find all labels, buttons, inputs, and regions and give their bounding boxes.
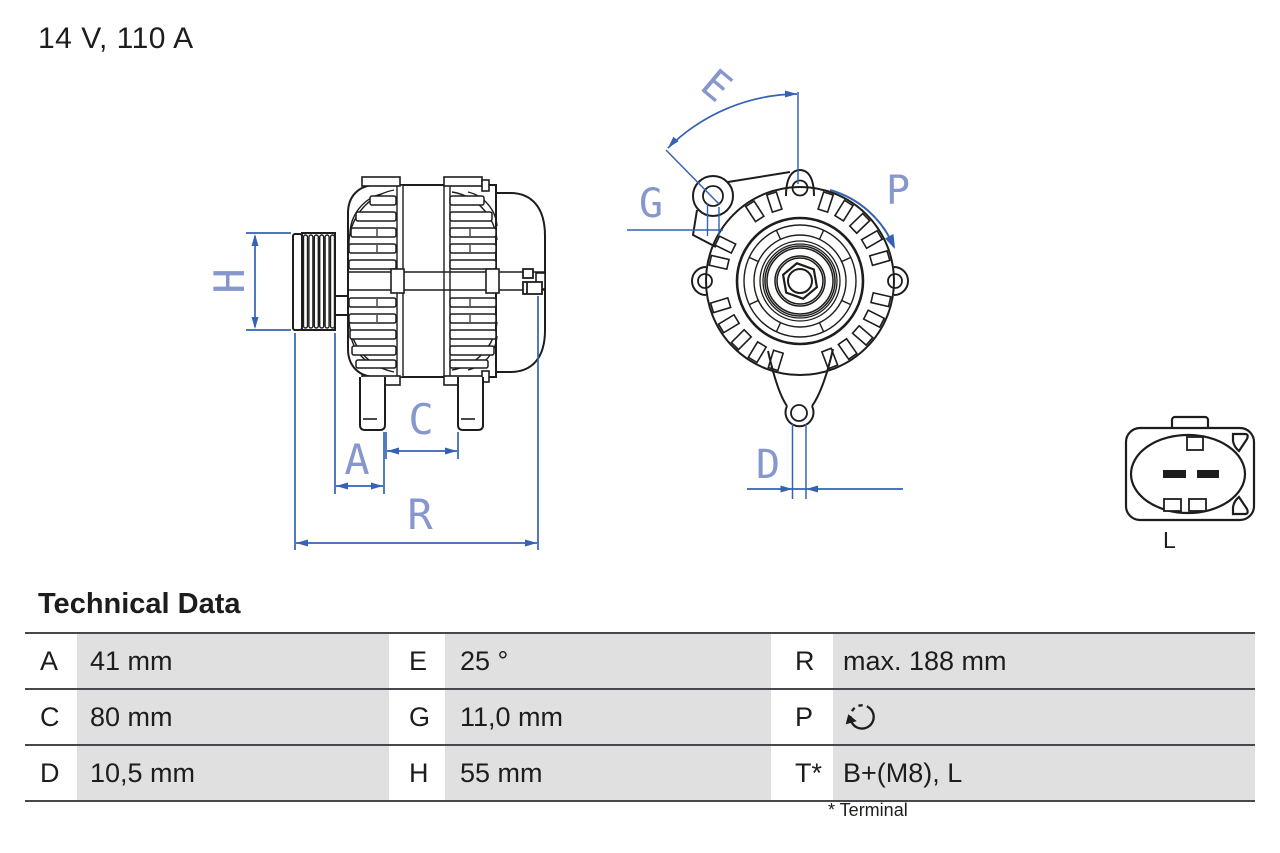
table-key: C (25, 690, 77, 744)
connector-pin (1197, 470, 1219, 478)
terminal-studs (522, 268, 543, 295)
shaft-band (348, 268, 546, 294)
rotation-cw-icon (845, 704, 875, 730)
top-lug (785, 168, 815, 197)
side-view-dim-labels: H A C R (205, 268, 434, 539)
mounting-feet (359, 377, 484, 431)
front-view-dimensions (627, 90, 903, 499)
table-key: E (389, 634, 445, 688)
front-view-drawing (691, 168, 909, 428)
dim-label-d: D (756, 442, 780, 488)
side-view-drawing (292, 176, 546, 431)
dim-label-a: A (344, 435, 369, 484)
dim-label-p: P (886, 168, 910, 214)
table-key: H (389, 746, 445, 800)
connector-pin (1163, 470, 1186, 478)
table-key: P (771, 690, 833, 744)
dim-label-h: H (205, 268, 254, 293)
table-value: 25 ° (445, 634, 771, 688)
table-value: 80 mm (77, 690, 389, 744)
table-value: B+(M8), L (833, 746, 1255, 800)
table-value: 11,0 mm (445, 690, 771, 744)
cooling-fins-right (449, 195, 497, 369)
table-key: T* (771, 746, 833, 800)
alternator-technical-drawing: H A C R (205, 61, 1256, 553)
bottom-bracket (767, 348, 834, 428)
table-row: A 41 mm E 25 ° R max. 188 mm (25, 632, 1255, 688)
shaft (334, 295, 349, 316)
table-key: D (25, 746, 77, 800)
table-value: 55 mm (445, 746, 771, 800)
connector-label: L (1163, 527, 1176, 553)
vent-slots (708, 190, 892, 372)
front-view-dim-labels: E G P D (639, 61, 910, 488)
connector-plug (1124, 415, 1256, 522)
rear-cover (495, 192, 546, 373)
dim-label-c: C (408, 395, 433, 444)
side-view-dimensions (246, 232, 539, 550)
segment-ticks (748, 229, 852, 333)
mounting-ear (691, 171, 791, 248)
dim-label-r: R (407, 490, 433, 539)
table-row: C 80 mm G 11,0 mm P (25, 688, 1255, 744)
cooling-fins-left (348, 195, 397, 369)
table-key: G (389, 690, 445, 744)
page-title: 14 V, 110 A (38, 22, 194, 55)
technical-data-heading: Technical Data (38, 588, 241, 620)
technical-data-table: A 41 mm E 25 ° R max. 188 mm C 80 mm G 1… (25, 632, 1255, 802)
table-value: 41 mm (77, 634, 389, 688)
table-row: D 10,5 mm H 55 mm T* B+(M8), L (25, 744, 1255, 800)
table-value: max. 188 mm (833, 634, 1255, 688)
terminal-footnote: * Terminal (828, 800, 908, 820)
table-value: 10,5 mm (77, 746, 389, 800)
dim-label-g: G (639, 181, 663, 227)
table-key: A (25, 634, 77, 688)
dim-label-e: E (692, 61, 740, 112)
pulley (292, 232, 336, 331)
table-value (833, 690, 1255, 744)
table-key: R (771, 634, 833, 688)
